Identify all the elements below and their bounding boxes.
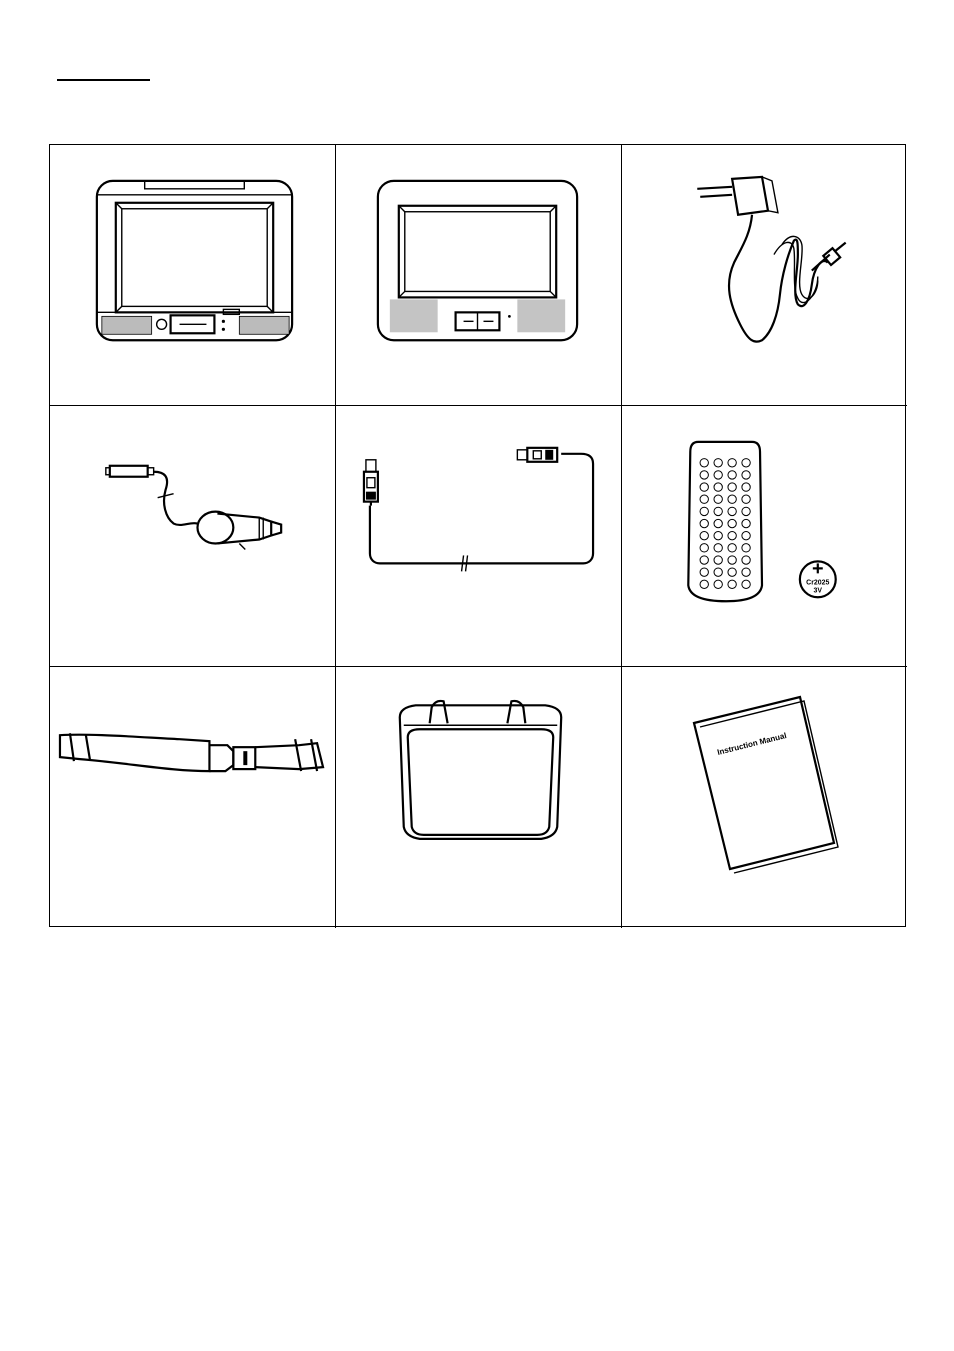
- cell-av-cable: [336, 406, 622, 667]
- remote-button: [728, 471, 736, 479]
- cell-remote-control: Cr2025 3V: [622, 406, 907, 667]
- cell-car-adapter: [50, 406, 336, 667]
- remote-button: [742, 544, 750, 552]
- manual-cover-title: Instruction Manual: [716, 731, 787, 757]
- remote-button-grid: [700, 459, 750, 589]
- remote-button: [714, 544, 722, 552]
- remote-button: [714, 568, 722, 576]
- remote-button: [742, 483, 750, 491]
- remote-button: [742, 471, 750, 479]
- remote-button: [728, 532, 736, 540]
- remote-button: [700, 544, 708, 552]
- remote-button: [742, 580, 750, 588]
- remote-button: [714, 471, 722, 479]
- remote-button: [714, 507, 722, 515]
- remote-button: [700, 459, 708, 467]
- remote-button: [742, 459, 750, 467]
- remote-button: [714, 483, 722, 491]
- remote-button: [714, 532, 722, 540]
- cell-second-monitor: [336, 145, 622, 406]
- remote-control-illustration: Cr2025 3V: [622, 406, 907, 666]
- remote-button: [742, 495, 750, 503]
- remote-button: [742, 507, 750, 515]
- remote-button: [700, 483, 708, 491]
- remote-button: [728, 544, 736, 552]
- battery-label-model: Cr2025: [806, 579, 829, 586]
- accessories-table: Cr2025 3V Instruction: [49, 144, 906, 927]
- cell-headrest-strap: [50, 667, 336, 928]
- remote-button: [700, 580, 708, 588]
- cell-carry-bag: [336, 667, 622, 928]
- remote-button: [700, 471, 708, 479]
- remote-button: [700, 507, 708, 515]
- remote-button: [700, 568, 708, 576]
- dvd-player-main-illustration: [50, 145, 335, 405]
- remote-button: [714, 519, 722, 527]
- cell-dvd-player-main: [50, 145, 336, 406]
- left-speaker-grille: [102, 316, 152, 334]
- remote-button: [700, 532, 708, 540]
- remote-button: [700, 556, 708, 564]
- remote-button: [714, 580, 722, 588]
- remote-button: [714, 556, 722, 564]
- right-speaker-grille: [239, 316, 289, 334]
- remote-button: [728, 556, 736, 564]
- remote-button: [742, 519, 750, 527]
- cell-instruction-manual: Instruction Manual: [622, 667, 907, 928]
- remote-button: [742, 568, 750, 576]
- battery-label-voltage: 3V: [814, 587, 823, 594]
- remote-button: [728, 507, 736, 515]
- remote-button: [728, 568, 736, 576]
- ac-adapter-illustration: [622, 145, 907, 405]
- remote-button: [700, 519, 708, 527]
- remote-button: [742, 556, 750, 564]
- headrest-strap-illustration: [50, 667, 335, 928]
- remote-button: [728, 495, 736, 503]
- second-monitor-illustration: [336, 145, 621, 405]
- carry-bag-illustration: [336, 667, 621, 928]
- remote-button: [728, 519, 736, 527]
- remote-button: [728, 483, 736, 491]
- instruction-manual-illustration: Instruction Manual: [622, 667, 907, 928]
- remote-button: [714, 495, 722, 503]
- section-title-underline: [57, 79, 150, 81]
- remote-button: [700, 495, 708, 503]
- remote-button: [728, 580, 736, 588]
- av-cable-illustration: [336, 406, 621, 666]
- remote-button: [714, 459, 722, 467]
- car-adapter-illustration: [50, 406, 335, 666]
- remote-button: [742, 532, 750, 540]
- remote-button: [728, 459, 736, 467]
- cell-ac-adapter: [622, 145, 907, 406]
